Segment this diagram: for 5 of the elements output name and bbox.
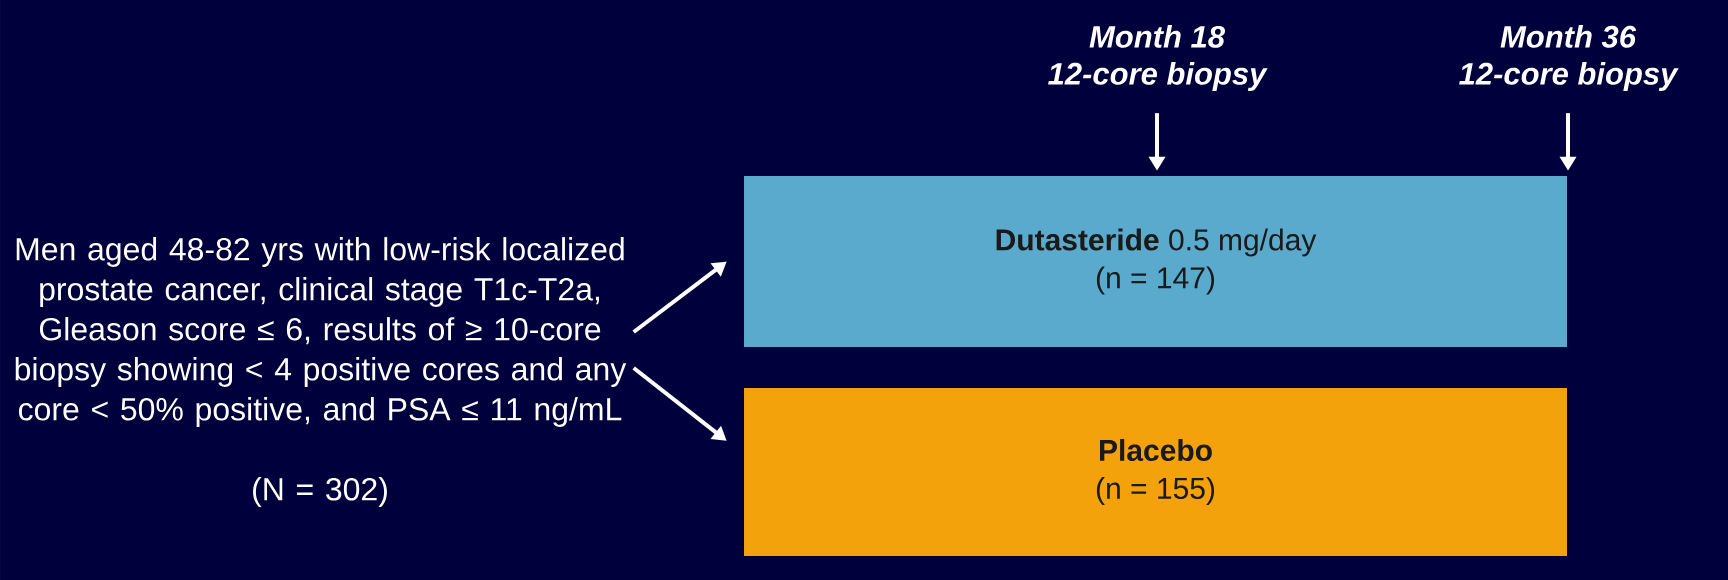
- treatment-box: Placebo (n = 155): [744, 388, 1567, 556]
- treatment-box: Dutasteride 0.5 mg/day (n = 147): [744, 176, 1567, 347]
- timepoint-label: Month 18 12-core biopsy: [1048, 25, 1268, 91]
- description-text: Men aged 48-82 yrs with low-risk localized prostate cancer, clinical stage T1c-T2a, Gleason score ≤ 6, results of ≥ 10-core biopsy showing < 4 positive cores and any core < 50% positive, and PSA ≤ 11 ng/mL (N = 302): [15, 237, 627, 507]
- timepoint-label: Month 36 12-core biopsy: [1459, 25, 1679, 91]
